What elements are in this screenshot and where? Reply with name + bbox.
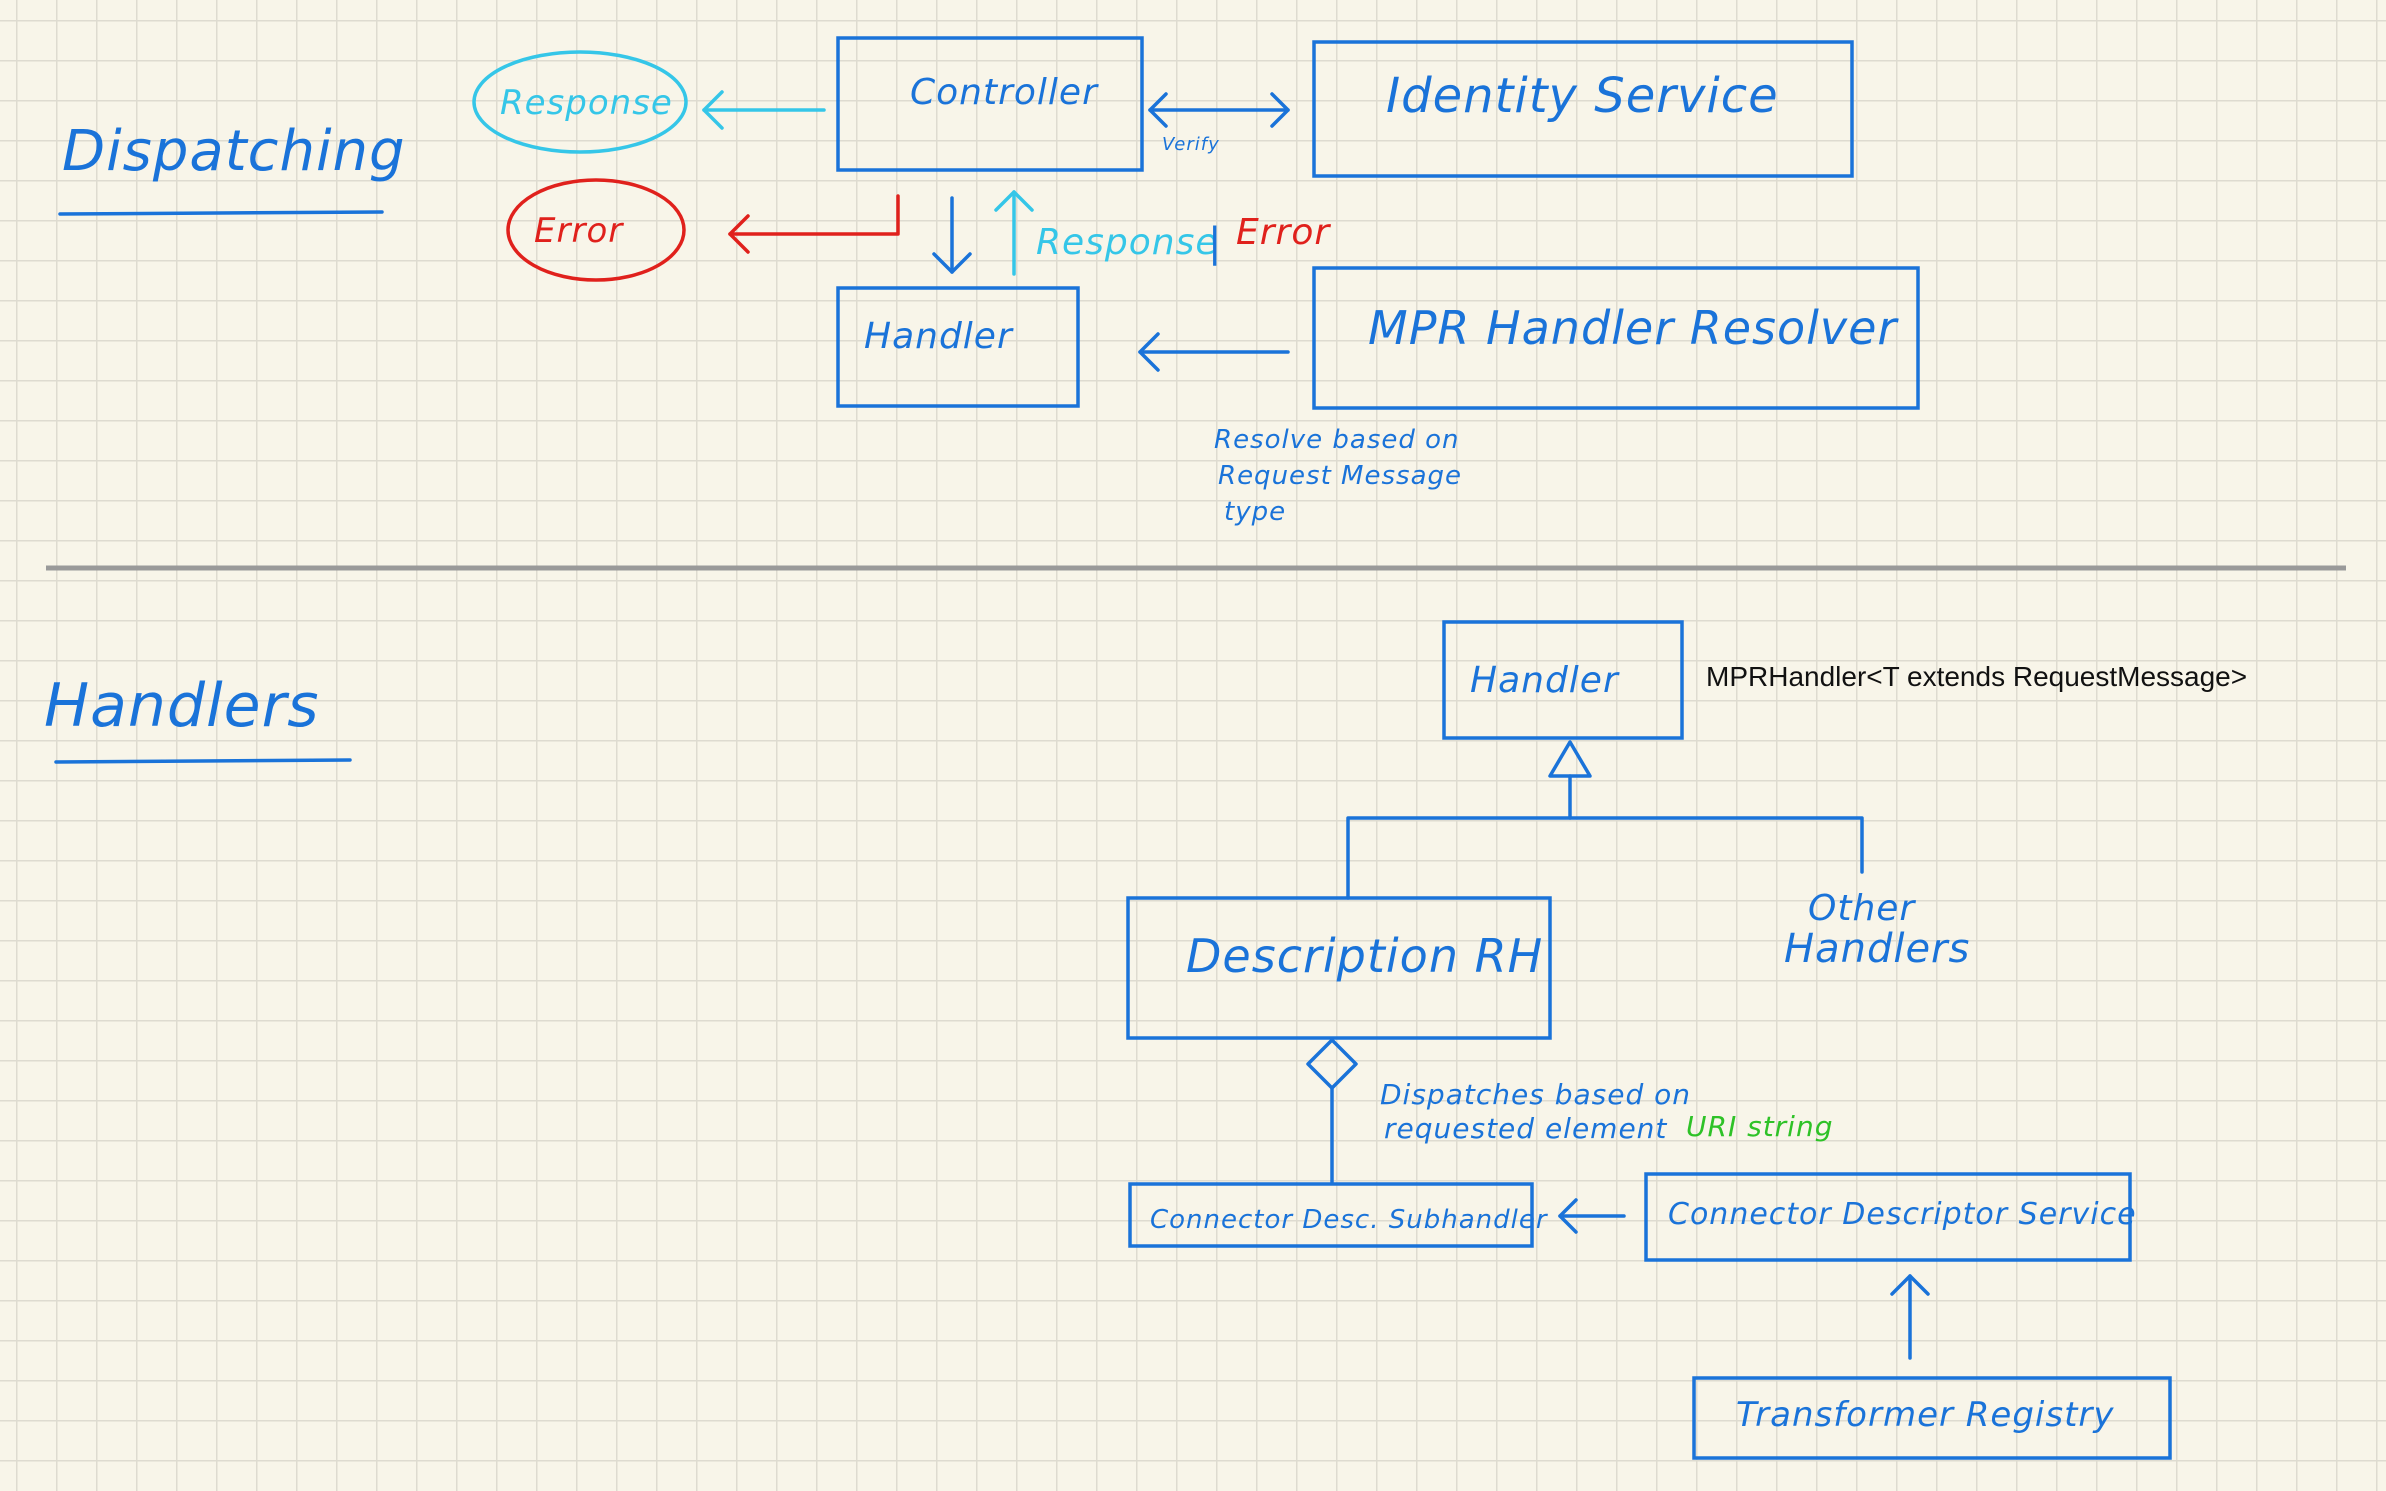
resolver-box [1312,266,1920,410]
connector-subhandler-label: Connector Desc. Subhandler [1150,1205,1549,1235]
dispatch-note-line2: requested element [1384,1112,1667,1145]
registry-to-service-arrow [1890,1274,1930,1360]
other-handlers-line1: Other [1808,888,1916,929]
handler-label: Handler [1470,660,1620,701]
resolver-note-line1: Resolve based on [1214,425,1460,455]
verify-label: Verify [1162,134,1220,155]
connector-subhandler-box [1128,1182,1534,1248]
dispatch-handler-label: Handler [864,316,1014,357]
transformer-registry-label: Transformer Registry [1736,1395,2115,1435]
section-underline-handlers [54,758,352,764]
transformer-registry-box [1692,1376,2172,1460]
resolver-to-handler-arrow [1138,332,1290,372]
connector-service-box [1644,1172,2132,1262]
dispatch-handler-box [836,286,1080,408]
inheritance-arrow [1346,740,1864,900]
response-error-separator: | [1208,220,1222,266]
error-arrow [728,194,900,254]
handler-generic-signature: MPRHandler<T extends RequestMessage> [1706,661,2247,692]
handler-box [1442,620,1684,740]
resolver-note-line3: type [1224,497,1286,527]
resolver-note-line2: Request Message [1218,461,1462,491]
description-rh-label: Description RH [1186,929,1543,983]
connector-service-label: Connector Descriptor Service [1668,1197,2137,1232]
identity-service-box [1312,40,1854,178]
response-error-response-label: Response [1036,222,1219,263]
service-to-subhandler-arrow [1558,1198,1626,1234]
controller-to-handler-arrow [932,196,972,274]
handler-to-controller-arrow [994,190,1034,276]
aggregation-diamond [1306,1038,1358,1184]
response-label: Response [500,83,673,123]
section-title-handlers: Handlers [44,671,320,741]
controller-box [836,36,1144,172]
error-ellipse [506,178,686,282]
controller-label: Controller [910,72,1099,113]
response-error-error-label: Error [1236,212,1331,253]
section-underline-dispatching [58,210,384,216]
identity-service-label: Identity Service [1386,68,1779,124]
verify-arrow [1148,92,1290,128]
other-handlers-line2: Handlers [1784,926,1970,972]
response-ellipse [472,50,688,154]
dispatch-note-uri: URI string [1686,1110,1833,1143]
error-label: Error [534,211,624,251]
dispatch-note-line1: Dispatches based on [1380,1078,1691,1111]
section-title-dispatching: Dispatching [62,119,406,184]
description-rh-box [1126,896,1552,1040]
resolver-label: MPR Handler Resolver [1368,301,1899,355]
response-arrow [702,90,826,130]
